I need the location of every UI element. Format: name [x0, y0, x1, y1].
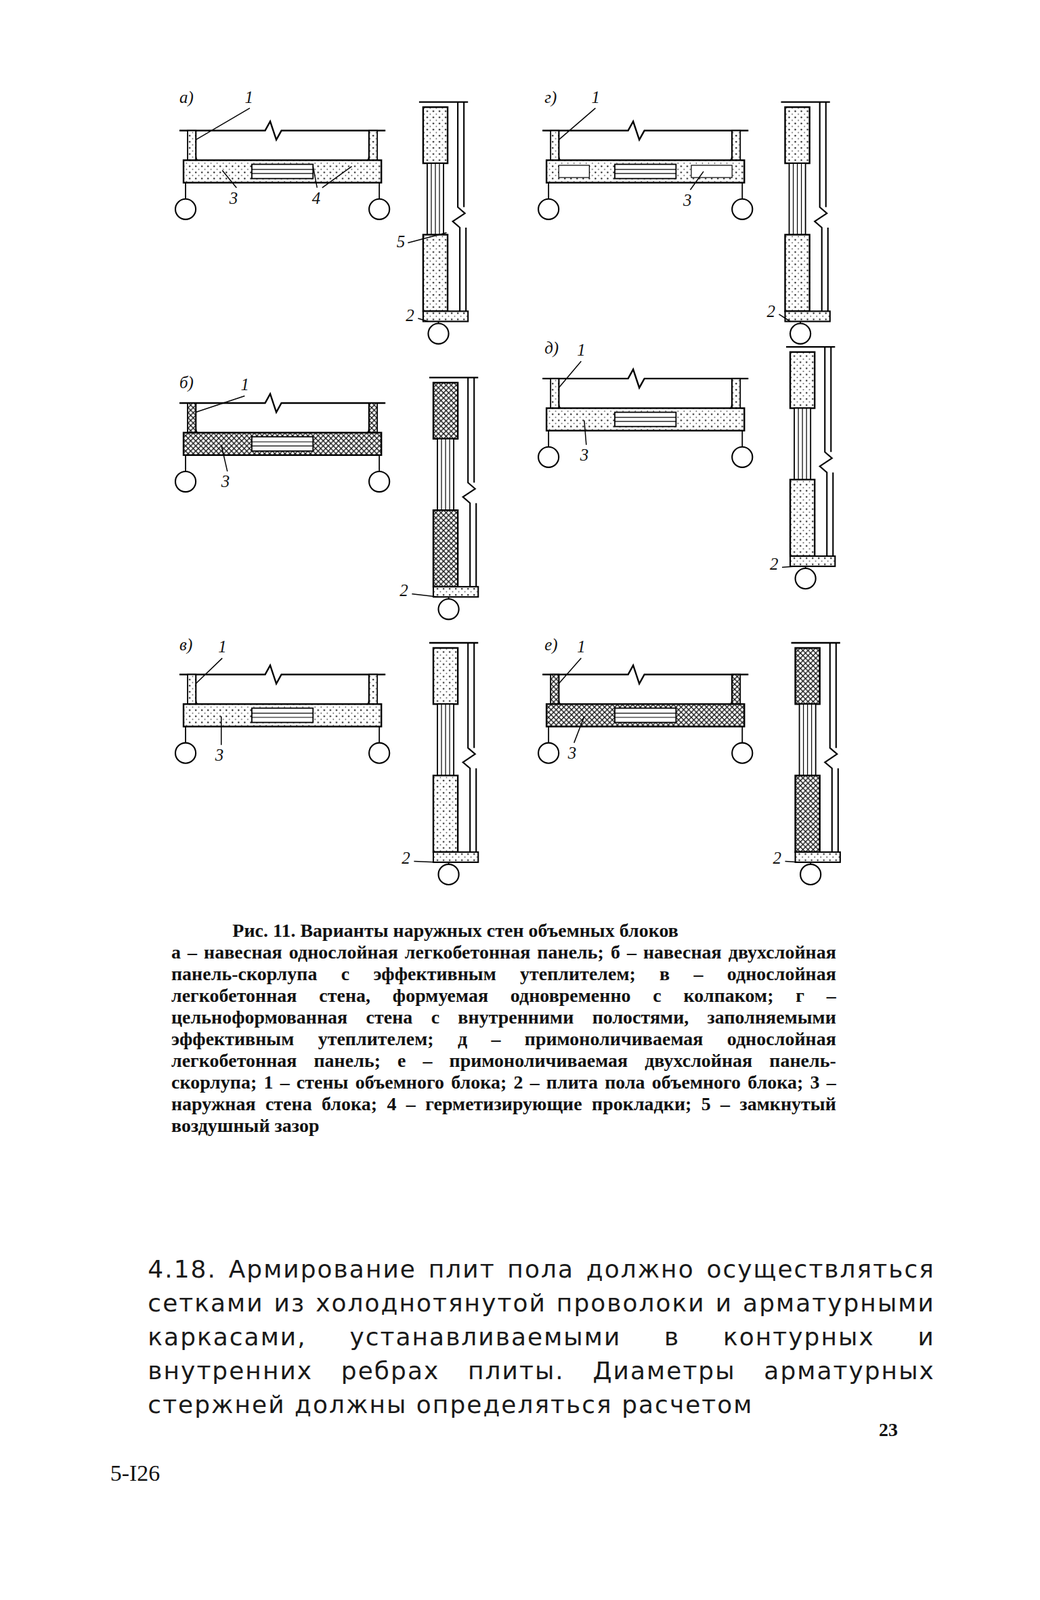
- callout-number: 2: [405, 306, 415, 325]
- callout-number: 3: [215, 745, 225, 765]
- callout-number: 2: [401, 848, 411, 868]
- callout-number: 3: [229, 188, 239, 208]
- callout-number: 1: [591, 88, 600, 107]
- caption-block: Рис. 11. Варианты наружных стен объемных…: [171, 919, 837, 1137]
- leader-line: [785, 860, 801, 862]
- callout-number: 2: [766, 301, 776, 321]
- leader-line: [782, 566, 796, 568]
- panel-letter: в): [179, 635, 193, 655]
- vertical-section: [429, 642, 479, 885]
- plan-section: [175, 393, 390, 492]
- callout-number: 2: [769, 554, 779, 574]
- callout-number: 4: [312, 188, 321, 208]
- leader-line: [558, 658, 581, 684]
- callout-number: 2: [399, 580, 409, 600]
- leader-line: [558, 108, 596, 141]
- leader-line: [411, 593, 439, 598]
- leader-line: [322, 166, 353, 189]
- plan-section: [538, 121, 753, 220]
- panel-letter: б): [179, 373, 194, 393]
- callout-number: 3: [683, 190, 692, 210]
- callout-number: 1: [244, 88, 254, 107]
- leader-line: [417, 318, 428, 322]
- panel-letter: г): [544, 88, 557, 107]
- callout-number: 5: [396, 232, 406, 252]
- body-paragraph: 4.18. Армирование плит пола должно осуще…: [147, 1251, 936, 1422]
- panel-letter: е): [544, 635, 558, 655]
- sheet-code: 5-I26: [110, 1459, 161, 1485]
- vertical-section: [786, 346, 835, 589]
- page-number: 23: [878, 1419, 898, 1441]
- callout-number: 1: [240, 375, 250, 395]
- leader-line: [195, 108, 250, 141]
- callout-number: 1: [218, 637, 227, 657]
- vertical-section: [791, 642, 841, 885]
- plan-sections: [175, 121, 753, 764]
- callout-number: 2: [772, 848, 782, 868]
- leader-line: [413, 860, 439, 862]
- wall-cavity: [558, 165, 590, 178]
- panel-letter: д): [544, 338, 559, 358]
- leader-lines: [195, 108, 801, 862]
- leader-line: [222, 170, 237, 189]
- vertical-section: [419, 102, 468, 344]
- leader-line: [195, 395, 245, 412]
- leader-line: [220, 715, 223, 745]
- leader-line: [407, 232, 447, 243]
- leader-line: [574, 715, 585, 743]
- plan-section: [538, 369, 753, 468]
- plan-section: [538, 664, 753, 764]
- panel-letter: а): [179, 88, 194, 107]
- callout-number: 3: [221, 471, 231, 491]
- leader-line: [778, 314, 791, 322]
- callout-number: 3: [568, 743, 577, 763]
- callout-number: 1: [576, 637, 586, 657]
- vertical-section: [429, 377, 479, 619]
- plan-section: [175, 664, 390, 764]
- leader-line: [312, 166, 317, 189]
- cavities: [558, 165, 732, 178]
- vertical-section: [781, 102, 831, 344]
- leader-line: [558, 360, 581, 388]
- vertical-sections: [419, 102, 841, 885]
- callout-number: 3: [580, 445, 590, 465]
- plan-section: [175, 121, 390, 220]
- leader-line: [221, 444, 228, 472]
- callout-number: 1: [576, 340, 586, 360]
- figure-title: Рис. 11. Варианты наружных стен объемных…: [171, 919, 837, 942]
- figure-caption: а – навесная однослойная легкобетонная п…: [171, 941, 837, 1137]
- wall-cavity: [691, 165, 732, 178]
- leader-line: [584, 420, 587, 445]
- leader-line: [195, 658, 223, 684]
- leader-line: [689, 171, 704, 190]
